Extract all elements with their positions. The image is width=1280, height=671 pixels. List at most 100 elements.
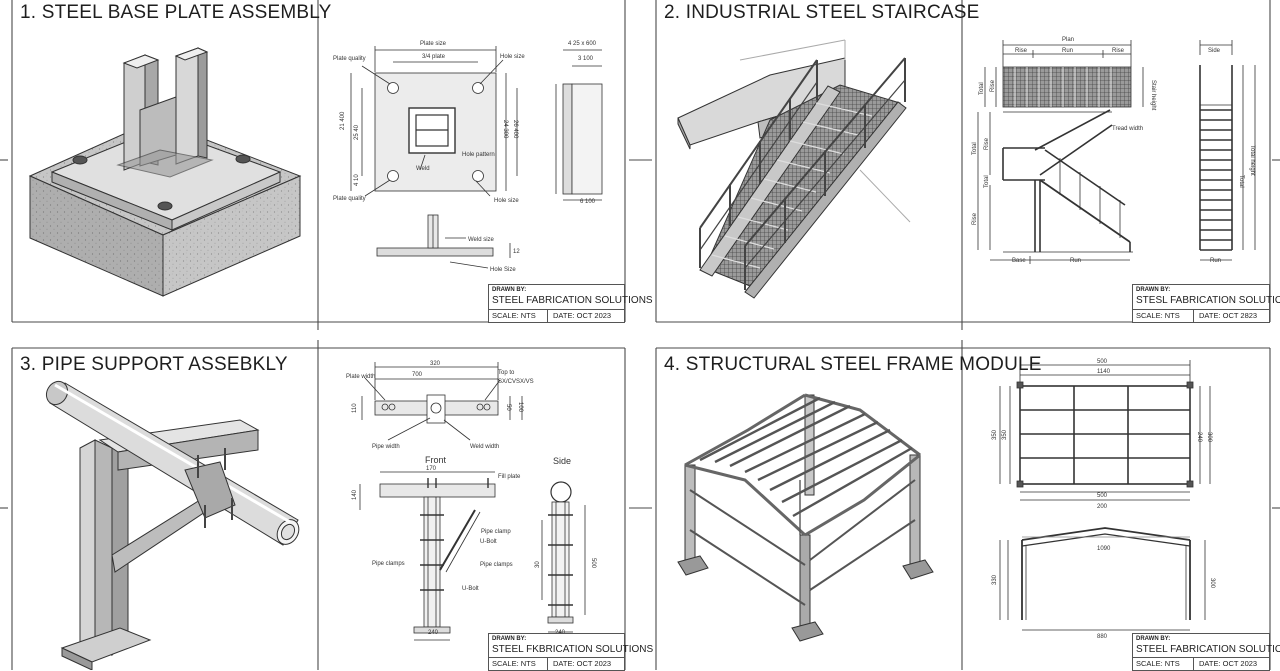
label: Plate quality bbox=[333, 56, 366, 62]
label: 300 bbox=[1206, 432, 1212, 443]
panel-4-labels: 500 1140 350 350 240 300 500 200 1090 33… bbox=[992, 359, 1215, 640]
label: Pipe clamps bbox=[480, 562, 513, 568]
panel-4-title: 4. STRUCTURAL STEEL FRAME MODULE bbox=[664, 354, 1042, 375]
label: Pipe clamps bbox=[372, 561, 405, 567]
label: 21 400 bbox=[340, 111, 346, 130]
label: 500 bbox=[1097, 359, 1108, 365]
panel-1-title-block: DRAWN BY: STEEL FABRICATION SOLUTIONS SC… bbox=[488, 284, 653, 323]
label: 6 100 bbox=[580, 199, 596, 205]
label: Rise bbox=[984, 137, 990, 150]
drawn-by-label: DRAWN BY: bbox=[492, 636, 527, 642]
panel-1-plan-view bbox=[350, 46, 603, 269]
scale-text: SCALE: NTS bbox=[492, 659, 536, 668]
scale-date-row: SCALE: NTS DATE: OCT 2023 bbox=[489, 657, 624, 670]
label: Run bbox=[1210, 258, 1221, 264]
panel-2-title: 2. INDUSTRIAL STEEL STAIRCASE bbox=[664, 2, 980, 23]
label: Total bbox=[979, 82, 985, 95]
label: U-Bolt bbox=[480, 539, 497, 545]
scale-date-row: SCALE: NTS DATE: OCT 2023 bbox=[1133, 657, 1269, 670]
label: Plate width bbox=[346, 374, 375, 380]
label: 24 300 bbox=[502, 120, 508, 139]
label: 4 10 bbox=[354, 174, 360, 186]
label: 25 40 bbox=[354, 124, 360, 140]
label: Plate quality bbox=[333, 196, 366, 202]
label: 320 bbox=[430, 361, 441, 367]
label: Plate size bbox=[420, 41, 447, 47]
label: Rise bbox=[1015, 48, 1028, 54]
label: Run bbox=[1062, 48, 1073, 54]
label: 100 bbox=[517, 402, 523, 413]
label: U-Bolt bbox=[462, 586, 479, 592]
label: 350 bbox=[1002, 429, 1008, 440]
label: Total bbox=[984, 175, 990, 188]
label: 12 bbox=[513, 249, 520, 255]
label: 3 100 bbox=[578, 56, 594, 62]
label: 330 bbox=[992, 574, 998, 585]
label: Total bbox=[1238, 175, 1244, 188]
panel-3-drawings bbox=[359, 362, 586, 641]
scale-date-row: SCALE: NTS DATE: OCT 2823 bbox=[1133, 309, 1269, 322]
label: 240 bbox=[428, 630, 439, 636]
label: Pipe clamp bbox=[481, 529, 511, 535]
label: Hole size bbox=[494, 198, 519, 204]
date-text: DATE: OCT 2023 bbox=[553, 659, 612, 668]
label: 110 bbox=[352, 403, 358, 413]
company-name: STEEL FABRICATION SOLUTIONS bbox=[1136, 644, 1280, 655]
label: 500 bbox=[590, 558, 596, 569]
label: 30 bbox=[535, 561, 541, 568]
label: Weld size bbox=[468, 237, 495, 243]
label: Rise bbox=[990, 79, 996, 92]
label: Weld bbox=[416, 166, 430, 172]
label: 200 bbox=[1097, 504, 1108, 510]
label: SX/CVSX/VS bbox=[498, 379, 534, 385]
date-text: DATE: OCT 2023 bbox=[1199, 659, 1258, 668]
label: Run bbox=[1070, 258, 1081, 264]
label: 880 bbox=[1097, 634, 1108, 640]
label: Stair height bbox=[1150, 80, 1156, 111]
panel-4-drawings bbox=[999, 360, 1211, 631]
drawn-by-label: DRAWN BY: bbox=[1136, 636, 1171, 642]
label: Side bbox=[1208, 48, 1221, 54]
scale-text: SCALE: NTS bbox=[1136, 659, 1180, 668]
label: Base bbox=[1012, 258, 1026, 264]
label: Weld width bbox=[470, 444, 499, 450]
label: Side bbox=[553, 456, 571, 466]
label: 500 bbox=[1097, 493, 1108, 499]
label: 1140 bbox=[1097, 369, 1111, 375]
label: 50 bbox=[505, 404, 511, 411]
date-text: DATE: OCT 2023 bbox=[553, 311, 612, 320]
label: Hole Size bbox=[490, 267, 516, 273]
panel-1-iso-view bbox=[28, 47, 302, 297]
company-name: STEEL FKBRICATION SOLUTIONS bbox=[492, 644, 654, 655]
drawn-by-label: DRAWN BY: bbox=[1136, 287, 1171, 293]
panel-1-title: 1. STEEL BASE PLATE ASSEMBLY bbox=[20, 2, 332, 23]
panel-1-labels: Plate size 3/4 plate Hole size Plate qua… bbox=[333, 41, 597, 273]
panel-2-iso-view bbox=[677, 39, 911, 299]
label: Tread width bbox=[1112, 126, 1143, 132]
scale-text: SCALE: NTS bbox=[492, 311, 536, 320]
scale-date-row: SCALE: NTS DATE: OCT 2023 bbox=[489, 309, 624, 322]
label: 3/4 plate bbox=[422, 54, 446, 60]
label: Total bbox=[972, 142, 978, 155]
panel-2-labels: Plan Rise Run Rise Side Total Rise Stair… bbox=[972, 37, 1255, 264]
label: Top to bbox=[498, 370, 515, 376]
label: Pipe width bbox=[372, 444, 400, 450]
company-name: STEEL FABRICATION SOLUTIONS bbox=[492, 295, 653, 306]
label: 350 bbox=[992, 429, 998, 440]
label: 140 bbox=[352, 489, 358, 500]
date-text: DATE: OCT 2823 bbox=[1199, 311, 1258, 320]
panel-3-title: 3. PIPE SUPPORT ASSEBKLY bbox=[20, 354, 288, 375]
label: Hole size bbox=[500, 54, 525, 60]
panel-4-iso-view bbox=[677, 393, 934, 642]
panel-4-title-block: DRAWN BY: STEEL FABRICATION SOLUTIONS SC… bbox=[1132, 633, 1280, 671]
label: Rise bbox=[972, 212, 978, 225]
label: 700 bbox=[412, 372, 423, 378]
label: 300 bbox=[1209, 578, 1215, 589]
company-name: STESL FABRICATION SOLUTIONS bbox=[1136, 295, 1280, 306]
panel-3-title-block: DRAWN BY: STEEL FKBRICATION SOLUTIONS SC… bbox=[488, 633, 654, 671]
label: Total height bbox=[1249, 145, 1255, 176]
label: Rise bbox=[1112, 48, 1125, 54]
label: Hole pattern bbox=[462, 152, 495, 158]
label: 1090 bbox=[1097, 546, 1111, 552]
